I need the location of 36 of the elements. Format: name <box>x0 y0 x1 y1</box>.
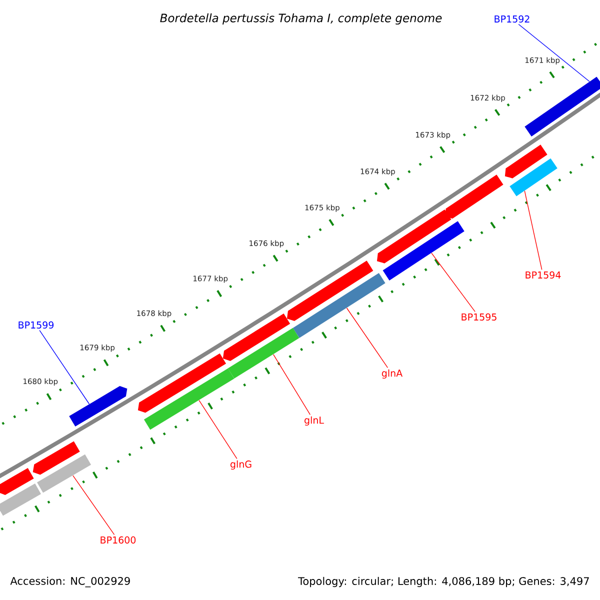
title: Bordetella pertussis Tohama I, complete genome <box>160 13 442 25</box>
gene-label: BP1599 <box>18 321 54 329</box>
leader-line <box>518 24 590 82</box>
gene-bar <box>524 76 600 136</box>
gene-bar <box>138 353 226 413</box>
gene-bar <box>0 484 41 516</box>
gene-bar <box>286 260 374 322</box>
gene-bar <box>382 221 464 280</box>
gene-bar <box>228 328 300 379</box>
gene-bar <box>510 158 558 196</box>
gene-bar <box>444 174 504 219</box>
gene-bar <box>69 386 128 426</box>
gene-label: glnA <box>382 369 403 379</box>
gene-label: BP1594 <box>526 271 561 279</box>
gene-bar <box>0 468 34 495</box>
genome-info-text: Topology: circular; Length: 4,086,189 bp; Genes: 3,497 <box>298 576 589 588</box>
gene-label: glnL <box>304 416 324 426</box>
leader-line <box>72 475 115 536</box>
leader-line <box>524 190 542 270</box>
gene-label: BP1592 <box>494 15 530 23</box>
gene-bar <box>222 314 290 361</box>
leader-line <box>273 354 311 416</box>
gene-bar <box>504 144 548 178</box>
leader-line <box>39 330 90 404</box>
gene-label: BP1595 <box>462 313 496 321</box>
gene-bar <box>376 209 452 264</box>
gene-label: BP1600 <box>100 536 136 544</box>
gene-bar <box>37 454 92 493</box>
leader-line <box>198 400 238 460</box>
gene-label: glnG <box>230 460 252 470</box>
gene-bar <box>292 273 386 338</box>
leader-line <box>431 252 476 312</box>
leader-line <box>346 308 388 368</box>
accession-text: Accession: NC_002929 <box>10 576 130 588</box>
gene-bar <box>32 441 80 475</box>
gene-bar <box>144 368 234 430</box>
